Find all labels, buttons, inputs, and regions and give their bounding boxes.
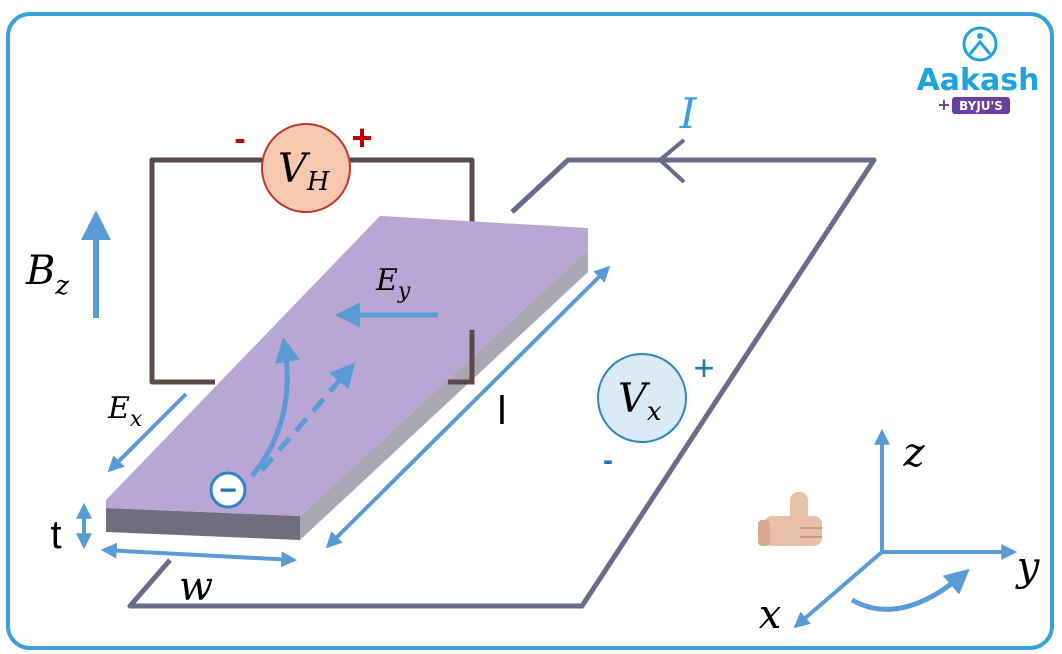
width-label: w <box>179 564 213 610</box>
applied-plus-sign: + <box>693 347 714 388</box>
hall-voltmeter-label: VH <box>278 146 331 197</box>
current-loop-wire <box>127 157 877 609</box>
length-arrow <box>325 265 611 549</box>
rotation-arrow <box>850 568 970 612</box>
field-x-label: Ex <box>107 391 143 432</box>
current-label: I <box>679 89 698 138</box>
length-label: l <box>498 389 507 433</box>
aakash-logo-icon <box>962 26 998 62</box>
thumbs-up-icon <box>758 492 822 546</box>
logo-plus: + <box>937 95 950 114</box>
logo-sub: BYJU'S <box>959 99 1003 113</box>
logo-sub-badge <box>952 97 1010 114</box>
logo-brand: Aakash <box>917 63 1040 98</box>
slab-top-face <box>106 216 588 516</box>
hall-voltmeter <box>261 123 351 213</box>
hall-minus-sign: - <box>234 120 245 158</box>
axis-x-label: x <box>759 592 782 638</box>
axis-x-arrow <box>793 550 884 629</box>
electron-sign: − <box>219 474 237 507</box>
current-direction-arrow <box>656 138 686 184</box>
field-y-label: Ey <box>375 263 411 304</box>
thickness-label: t <box>50 513 61 557</box>
axis-y-label: y <box>1015 544 1041 590</box>
magnetic-field-label: Bz <box>25 248 69 301</box>
applied-minus-sign: - <box>603 444 613 477</box>
field-x-arrow <box>107 392 188 473</box>
electron-deflected-path <box>250 337 300 478</box>
applied-voltmeter <box>597 353 687 443</box>
electron-icon <box>209 471 247 509</box>
applied-voltmeter-label: Vx <box>618 376 662 427</box>
axis-z-label: z <box>902 430 925 476</box>
slab-side-face <box>106 508 300 540</box>
hall-plus-sign: + <box>351 117 372 158</box>
frame-border <box>6 12 1054 650</box>
width-arrow <box>100 542 298 568</box>
